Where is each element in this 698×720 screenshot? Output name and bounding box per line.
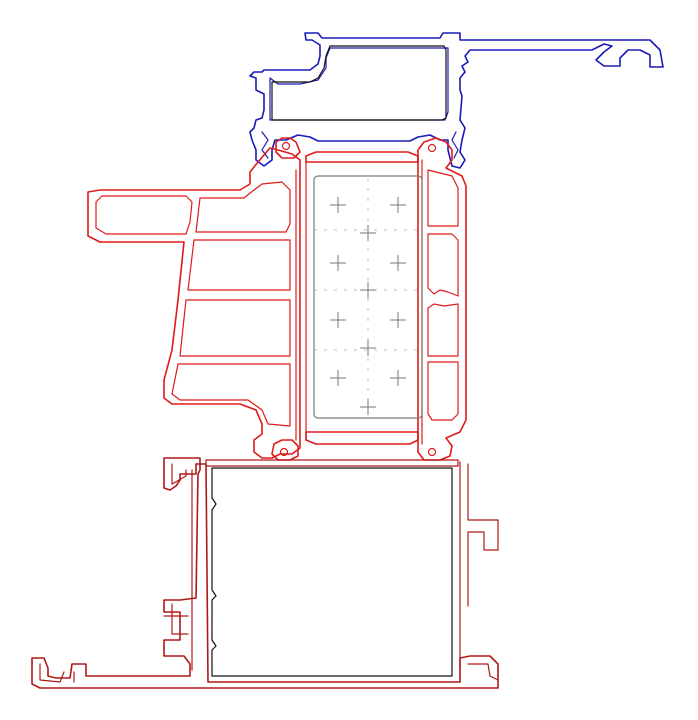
sash-top-bar [305,151,419,163]
reinforcement-top-outline [271,45,447,121]
infill-plus-mark [330,370,346,386]
reinforcement-bottom-outline [211,467,453,677]
infill-plus-mark [390,255,406,271]
frame-top-inner [205,459,459,467]
frame-left-wall [171,463,193,671]
infill-plus-mark [360,225,376,241]
sash-chamber-3 [187,239,291,291]
cover-profile [249,32,664,169]
sash-bottom-bar [305,431,419,445]
sash-bottom-nub-right-hole [427,447,437,457]
frame-profile-outline [31,457,499,689]
sash-right-chamber-b [427,303,459,357]
reinforcement-top [271,45,447,121]
sash-chamber-1 [95,195,193,235]
frame-right-foot [467,663,499,681]
sash-top-nub-left-hole [281,141,291,151]
sash-bottom-nub-left-hole [279,447,289,457]
frame-profile [31,457,499,689]
infill-plus-mark [390,197,406,213]
infill-plus-mark [330,197,346,213]
infill-plus-mark [390,312,406,328]
sash-left-outline [87,147,301,459]
sash-profile [87,137,467,461]
reinforcement-bottom [211,467,453,677]
sash-top-nub-left [275,137,301,159]
sash-right-chamber-a [427,233,459,297]
infill-plus-mark [360,282,376,298]
infill-panel [313,175,423,419]
sash-right-chamber-c [427,361,459,421]
sash-chamber-2 [195,181,291,233]
frame-left-clip [163,603,189,635]
infill-plus-mark [330,255,346,271]
infill-plus-marks [330,197,406,415]
sash-top-nub-right-hole [427,143,437,153]
sash-right-top-chamber [427,169,459,227]
infill-plus-mark [390,370,406,386]
cover-profile-outline [249,32,664,169]
cover-profile-inner-wall [269,47,449,121]
sash-web-left [295,159,307,441]
infill-panel-outline [313,175,423,419]
sash-bottom-nub-left [271,439,299,461]
infill-plus-mark [330,312,346,328]
cover-profile-clip-right [451,131,459,159]
infill-plus-mark [360,340,376,356]
sash-chamber-5 [171,363,291,427]
frame-bottom-flange [39,663,75,683]
sash-chamber-4 [179,299,291,357]
frame-right-wall [459,461,499,669]
sash-right-outline [417,137,467,461]
infill-plus-mark [360,399,376,415]
